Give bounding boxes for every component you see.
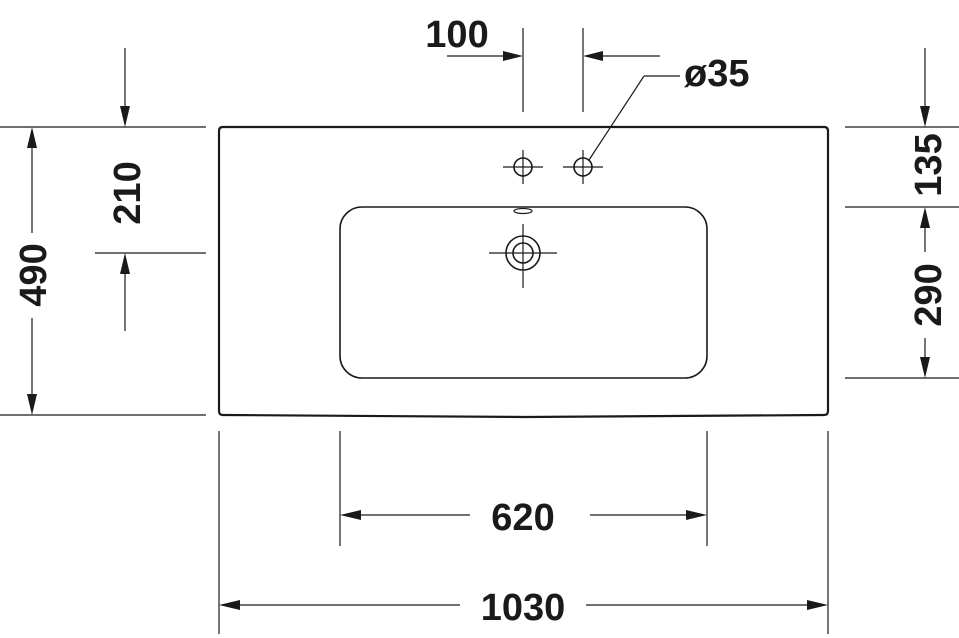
drain	[489, 224, 557, 288]
tap-spacing-label: 100	[425, 14, 488, 56]
rear-to-drain-label: 210	[107, 161, 149, 224]
dimension-rear-to-bowl: 135	[845, 48, 959, 208]
basin-geometry	[217, 125, 830, 419]
dimension-tap-spacing: 100	[425, 14, 660, 112]
bowl-width-label: 620	[491, 497, 554, 539]
overall-width-label: 1030	[481, 587, 566, 629]
dimension-bowl-width: 620	[339, 431, 708, 546]
overflow-slot	[513, 207, 533, 215]
bowl-depth-label: 290	[908, 263, 950, 326]
dimension-rear-to-drain: 210	[95, 48, 206, 331]
dimension-overall-depth: 490	[0, 126, 206, 416]
tap-diameter-label: ø35	[684, 53, 749, 95]
rear-to-bowl-label: 135	[908, 133, 950, 196]
bowl-outline	[339, 206, 708, 379]
dimension-bowl-depth: 290	[845, 207, 959, 379]
overall-depth-label: 490	[13, 243, 55, 306]
tap-hole-left	[503, 150, 543, 184]
dimension-tap-diameter: ø35	[588, 53, 749, 161]
basin-outline	[217, 125, 830, 419]
tap-hole-right	[563, 150, 603, 184]
dimension-overall-width: 1030	[218, 431, 829, 634]
